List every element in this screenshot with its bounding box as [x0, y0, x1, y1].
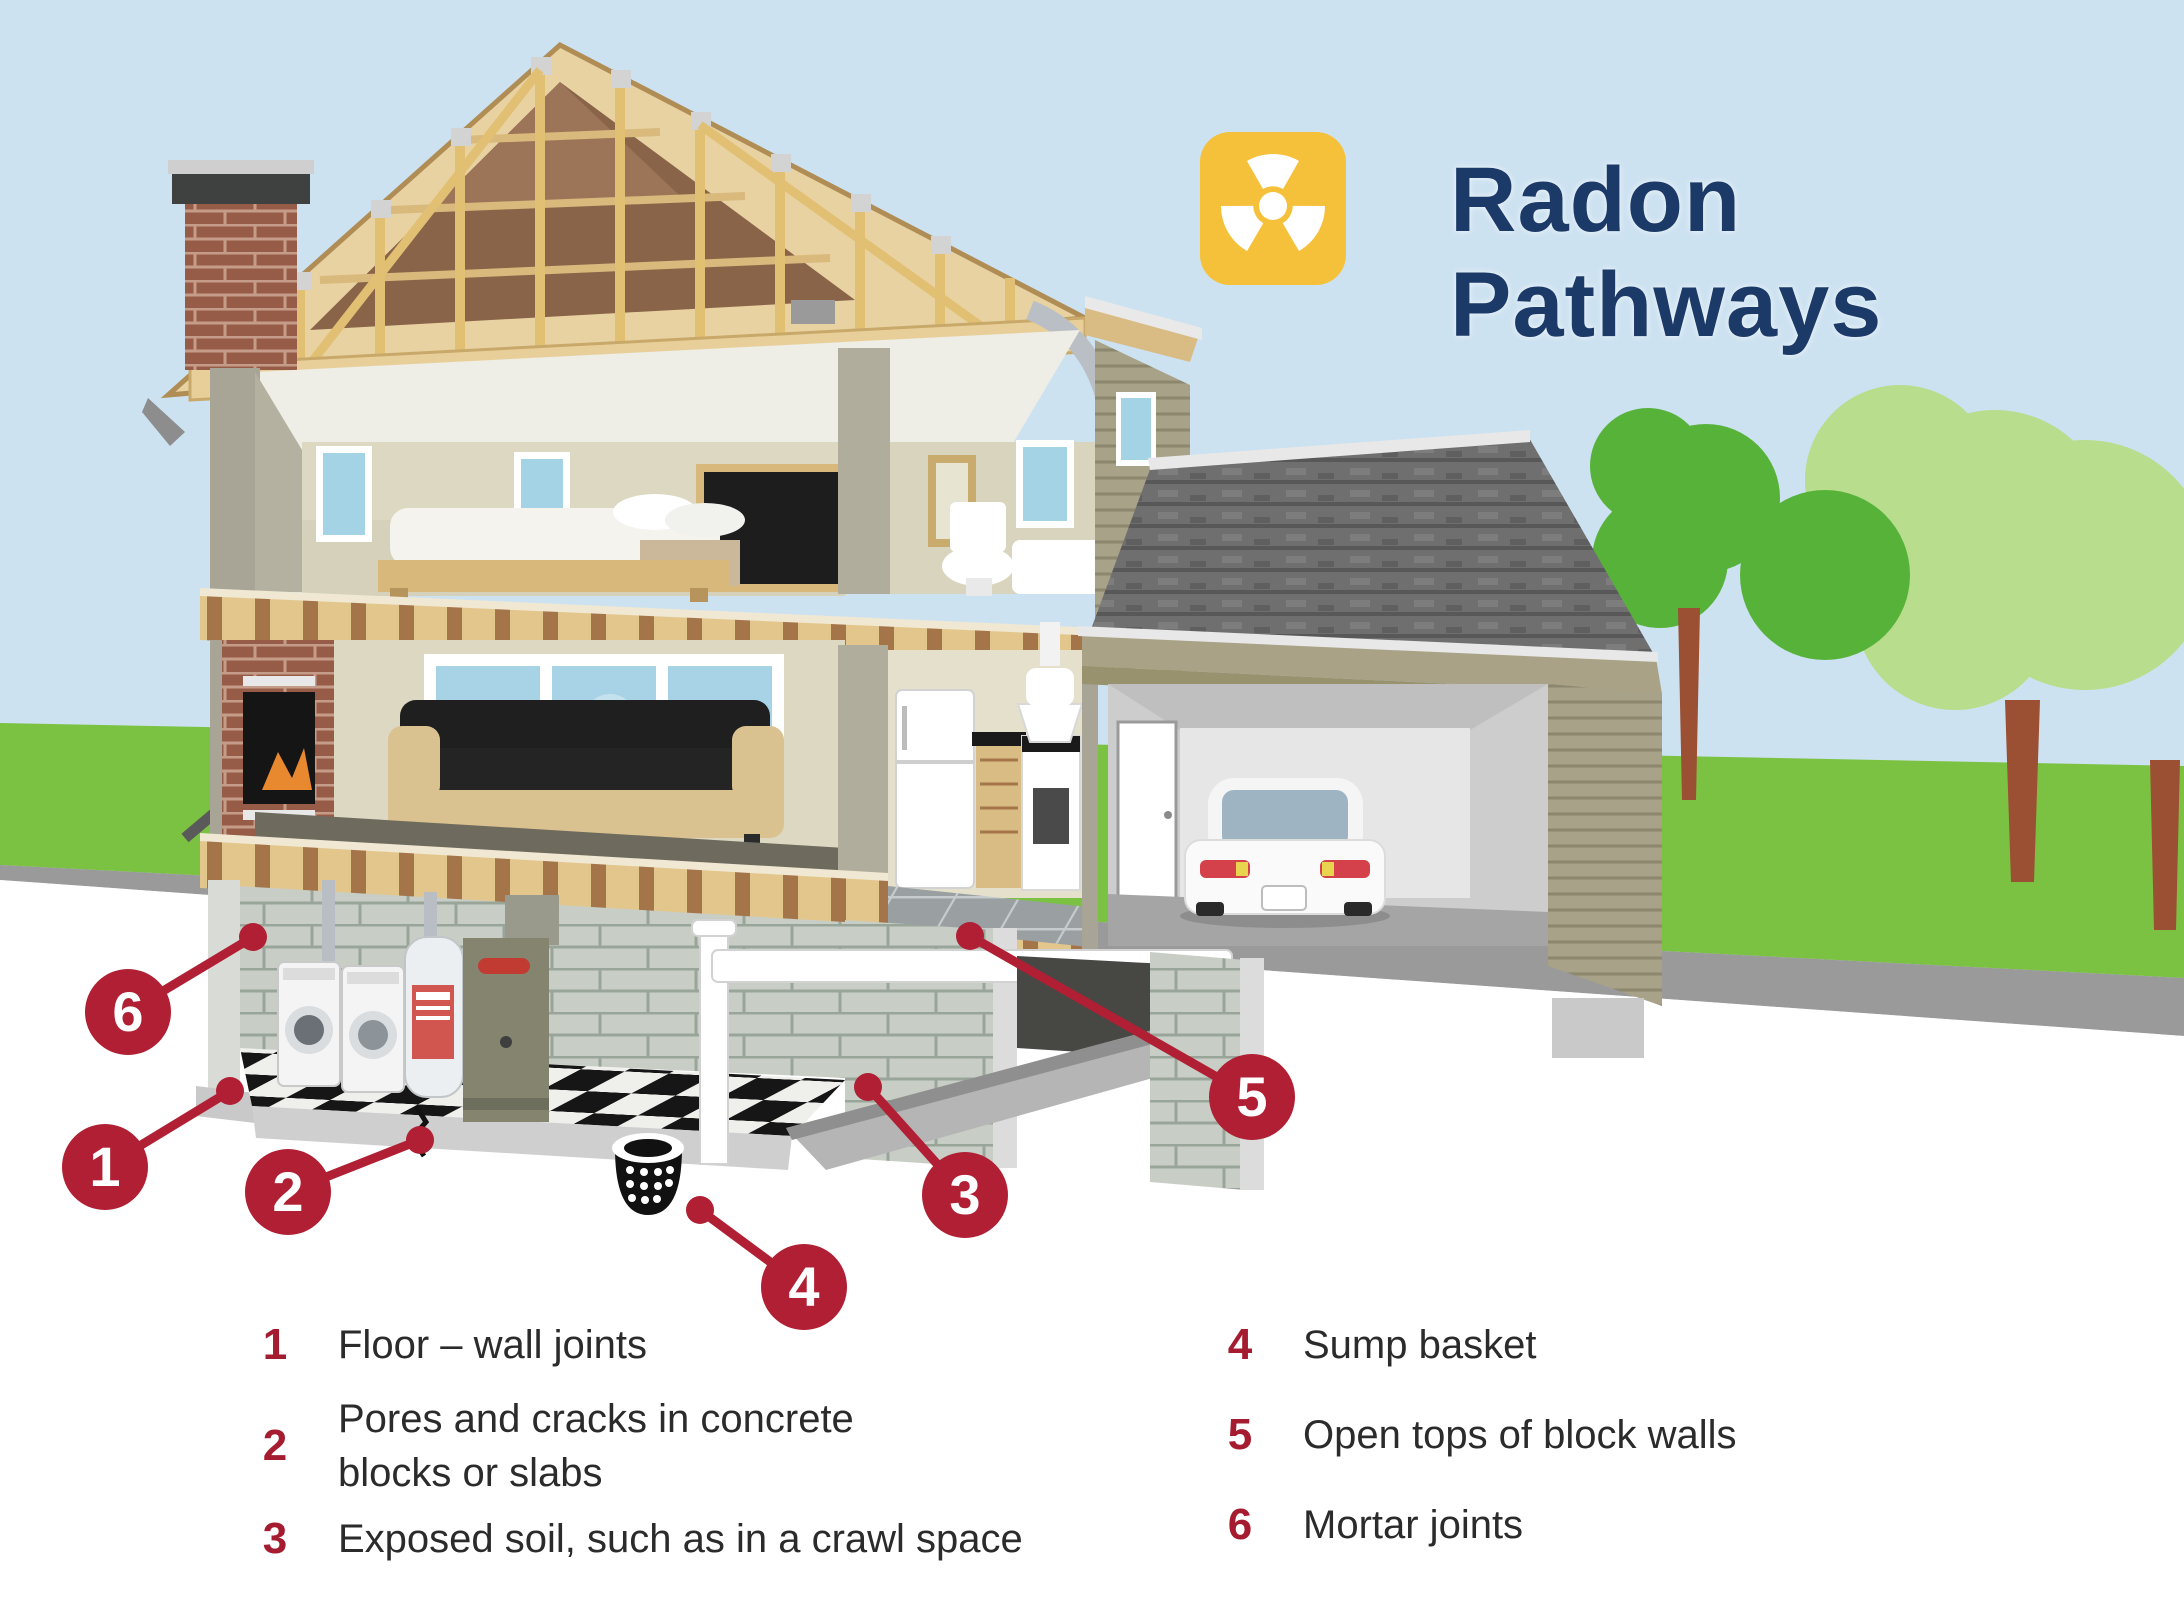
stove: [1021, 735, 1081, 891]
leader-dot-4: [686, 1196, 714, 1224]
legend-label-1: Floor – wall joints: [338, 1323, 648, 1367]
legend-label-2: Pores and cracks in concrete blocks or s…: [338, 1397, 854, 1495]
legend-number-4: 4: [1227, 1320, 1253, 1369]
washer-dryer: [277, 880, 405, 1093]
side-window: [1116, 392, 1156, 466]
callout-marker-3: 3: [854, 1073, 1008, 1238]
callout-marker-6: 6: [85, 923, 267, 1055]
legend-label-6: Mortar joints: [1303, 1503, 1524, 1547]
legend-number-3: 3: [262, 1514, 288, 1563]
leader-dot-5: [956, 922, 984, 950]
leader-dot-2: [406, 1126, 434, 1154]
legend-number-2: 2: [262, 1421, 288, 1470]
legend-number-1: 1: [262, 1320, 288, 1369]
marker-circle-6: [85, 969, 171, 1055]
leader-dot-3: [854, 1073, 882, 1101]
marker-circle-1: [62, 1124, 148, 1210]
page-title: Radon Pathways: [1450, 149, 1883, 356]
crawl-space: [786, 952, 1264, 1190]
svg-text:4: 4: [788, 1255, 819, 1318]
marker-circle-3: [922, 1152, 1008, 1238]
legend-item-5: 5 Open tops of block walls: [1205, 1408, 2063, 1462]
attic-vent: [791, 300, 835, 324]
eave-bracket: [142, 398, 185, 446]
basement-left-wall: [208, 880, 240, 1092]
refrigerator: [895, 689, 975, 889]
title-block: [1200, 132, 1346, 285]
garage: [1078, 430, 1662, 1058]
marker-circle-4: [761, 1244, 847, 1330]
garage-side-siding: [1548, 684, 1662, 1006]
callout-marker-4: 4: [686, 1196, 847, 1330]
legend-label-5: Open tops of block walls: [1303, 1413, 1737, 1457]
legend-item-4: 4 Sump basket: [1205, 1318, 2063, 1372]
callout-marker-2: 2: [245, 1126, 434, 1235]
marker-circle-2: [245, 1149, 331, 1235]
callout-markers: 1 2 3 4 5 6: [62, 922, 1295, 1330]
legend-item-6: 6 Mortar joints: [1205, 1498, 2063, 1552]
svg-text:5: 5: [1236, 1065, 1267, 1128]
chimney: [168, 160, 314, 370]
house-cutaway: [142, 41, 1264, 1215]
interior-wall: [838, 348, 890, 594]
legend-number-6: 6: [1227, 1500, 1253, 1549]
callout-marker-5: 5: [956, 922, 1295, 1140]
legend-item-3: 3 Exposed soil, such as in a crawl space: [240, 1512, 1098, 1566]
radiation-icon: [1200, 132, 1346, 285]
floor-joists-lower: [200, 838, 888, 928]
leader-dot-1: [216, 1077, 244, 1105]
legend-item-2: 2 Pores and cracks in concrete blocks or…: [240, 1392, 898, 1500]
svg-text:3: 3: [949, 1163, 980, 1226]
leader-dot-6: [239, 923, 267, 951]
legend-item-1: 1 Floor – wall joints: [240, 1318, 1098, 1372]
first-floor: [210, 622, 1098, 992]
garage-footing: [1552, 998, 1644, 1058]
sofa: [388, 700, 784, 848]
marker-circle-5: [1209, 1054, 1295, 1140]
car: [1180, 778, 1390, 928]
furnace: [463, 895, 559, 1122]
garage-roof: [1090, 436, 1656, 658]
kitchen-divider-wall: [838, 645, 888, 897]
svg-text:1: 1: [89, 1135, 120, 1198]
sump-basket: [612, 1133, 684, 1215]
toilet: [942, 502, 1014, 596]
legend-label-4: Sump basket: [1303, 1323, 1537, 1367]
trees: [1523, 385, 2184, 930]
bed: [378, 464, 854, 602]
garage-fascia: [1082, 632, 1662, 694]
svg-text:2: 2: [272, 1160, 303, 1223]
svg-text:6: 6: [112, 980, 143, 1043]
legend-number-5: 5: [1227, 1410, 1253, 1459]
legend-label-3: Exposed soil, such as in a crawl space: [338, 1517, 1023, 1561]
kitchen-cabinets: [972, 732, 1026, 888]
kitchen-tile-floor: [888, 886, 1098, 948]
callout-marker-1: 1: [62, 1077, 244, 1210]
range-hood: [1016, 622, 1084, 743]
